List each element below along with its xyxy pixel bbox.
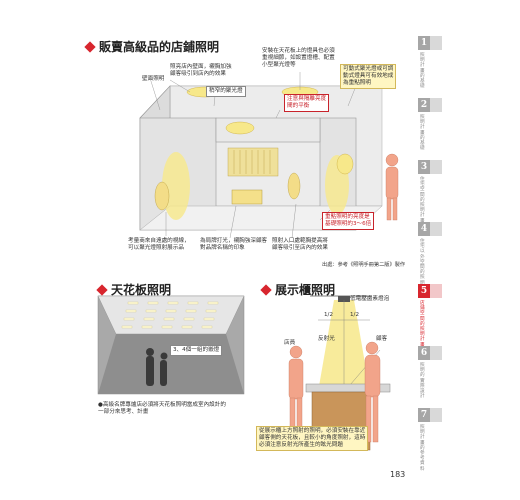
- mannequin: [287, 172, 301, 200]
- halogen-lamp: [338, 296, 350, 302]
- tab-bar: [430, 284, 442, 298]
- tab-bar: [430, 408, 442, 422]
- tab-label: 照明的實際設計: [420, 363, 425, 400]
- chapter-tab-7[interactable]: 7 照明計畫的參考資料: [418, 408, 442, 474]
- tab-number: 3: [418, 160, 430, 174]
- wall-light-glow: [162, 152, 190, 220]
- tab-number: 2: [418, 98, 430, 112]
- store-floor: [139, 205, 383, 231]
- chapter-tab-4[interactable]: 4 住宅以外空間的照明計畫: [418, 222, 442, 296]
- silhouette-figures: [146, 348, 168, 386]
- chapter-tab-2[interactable]: 2 照明計畫的基礎: [418, 98, 442, 164]
- ceiling-caption: ●高級名牌專爐店必須將天花板照明當成室內設計的 一部分來思考、計畫: [98, 402, 226, 416]
- tab-bar: [430, 222, 442, 236]
- downlight-grid: [121, 301, 219, 329]
- clerk-figure: [288, 345, 304, 441]
- customer-figure: [364, 341, 381, 443]
- note-distant-view: 考量商來自遠處的視線， 可以聚光燈照射展示品: [128, 238, 190, 251]
- chapter-tab-6[interactable]: 6 照明的實際設計: [418, 346, 442, 412]
- note-entrance-lighting: 照射入口處範胸提高將 顧客吸引至店內的效果: [272, 238, 328, 251]
- label-wall-lighting: 壁面照明: [142, 76, 165, 82]
- tab-bar: [430, 36, 442, 50]
- ceiling-room-floor: [98, 334, 244, 394]
- label-clerk: 店員: [284, 340, 296, 346]
- tab-number: 4: [418, 222, 430, 236]
- chapter-tab-1[interactable]: 1 照明計畫的基礎: [418, 36, 442, 102]
- label-customer: 顧客: [376, 336, 388, 342]
- note-brightness-balance: 注意與隔離亮度 間的平衡: [284, 94, 330, 112]
- note-wall-lighting: 照亮店內壁面，襯胸加強 顧客吸引到店內的效果: [170, 64, 232, 77]
- page-number: 183: [390, 470, 406, 479]
- customer-figure: [385, 153, 399, 221]
- tab-number: 7: [418, 408, 430, 422]
- label-reflected-light: 反射光: [318, 336, 335, 342]
- sign-glow: [225, 121, 255, 135]
- tab-label: 店鋪空間的照明計畫: [420, 301, 425, 348]
- tab-number: 1: [418, 36, 430, 50]
- tab-label: 住宅空間的照明計畫: [420, 177, 425, 224]
- note-brand-lighting: 為局牌打光，襯胸強深顧客 對品牌名稱的印象: [200, 238, 268, 251]
- note-ceiling-fixtures: 安裝在天花板上的燈具也必須 重視細節，如設置燈槽、配置 小型聚光燈等: [262, 48, 335, 68]
- spot-light-glow: [336, 153, 354, 175]
- note-downlight-groups: 3、4個一組的嵌燈: [170, 345, 223, 356]
- tab-label: 照明計畫的參考資料: [420, 425, 425, 472]
- display-table: [231, 189, 263, 205]
- tab-number: 5: [418, 284, 430, 298]
- ceiling-panel: [97, 295, 245, 335]
- tab-label: 照明計畫的基礎: [420, 53, 425, 90]
- tab-bar: [430, 98, 442, 112]
- section-heading-store: 販賣高級品的店鋪照明: [84, 38, 219, 55]
- section-heading-display: 展示櫃照明: [260, 281, 335, 298]
- tab-label: 照明計畫的基礎: [420, 115, 425, 152]
- mannequin: [154, 181, 170, 211]
- display-caption: 從展示櫃上方照射的照明，必須安裝在靠近 顧客側的天花板，且較小的角度照射，這時 …: [256, 426, 369, 451]
- note-movable-spotlight: 可動式聚光燈或可調 動式燈具可有效地成 為重點照明: [340, 64, 397, 89]
- tab-number: 6: [418, 346, 430, 360]
- source-note: 出處：參考《照明手冊第二版》製作: [322, 262, 406, 268]
- tab-bar: [430, 346, 442, 360]
- section-heading-ceiling: 天花板照明: [96, 281, 171, 298]
- label-half-left: 1/2: [324, 312, 334, 318]
- chapter-tab-5[interactable]: 5 店鋪空間的照明計畫: [418, 284, 442, 350]
- label-half-right: 1/2: [350, 312, 360, 318]
- tab-bar: [430, 160, 442, 174]
- label-narrow-spotlight: 稍窄的聚光燈: [206, 86, 246, 97]
- label-halogen-lamp: 低電壓鹵素燈泡: [350, 296, 390, 302]
- note-accent-ratio: 重點照明的亮度是 基礎照明的3～6倍: [322, 212, 375, 230]
- chapter-tab-3[interactable]: 3 住宅空間的照明計畫: [418, 160, 442, 226]
- garment-rack: [227, 147, 279, 177]
